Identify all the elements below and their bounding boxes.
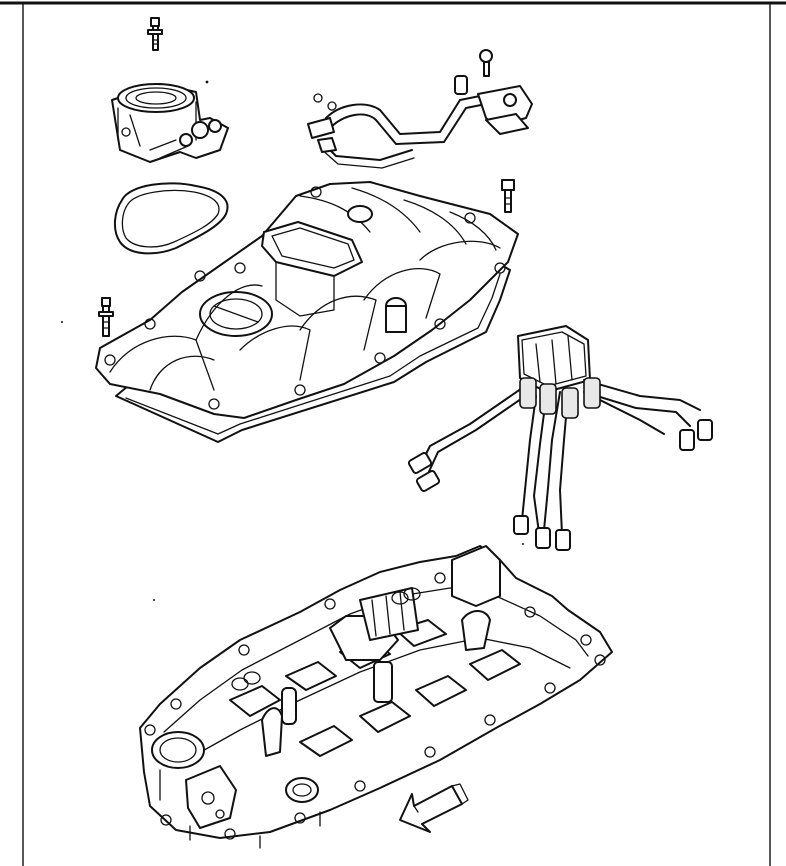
throttle-body-gasket [114,182,229,255]
upper-intake-manifold [95,181,519,419]
upper-manifold-bolt-left [98,297,114,337]
fuel-rail-bolt [479,49,493,77]
front-direction-arrow [399,783,469,833]
throttle-body [111,83,229,163]
throttle-body-bolt [147,17,163,51]
upper-manifold-bolt-right [501,179,515,213]
fuel-rail-pipe-assembly [307,75,533,169]
fuel-injector-wiring-harness [407,325,713,551]
lower-intake-manifold [139,545,613,849]
